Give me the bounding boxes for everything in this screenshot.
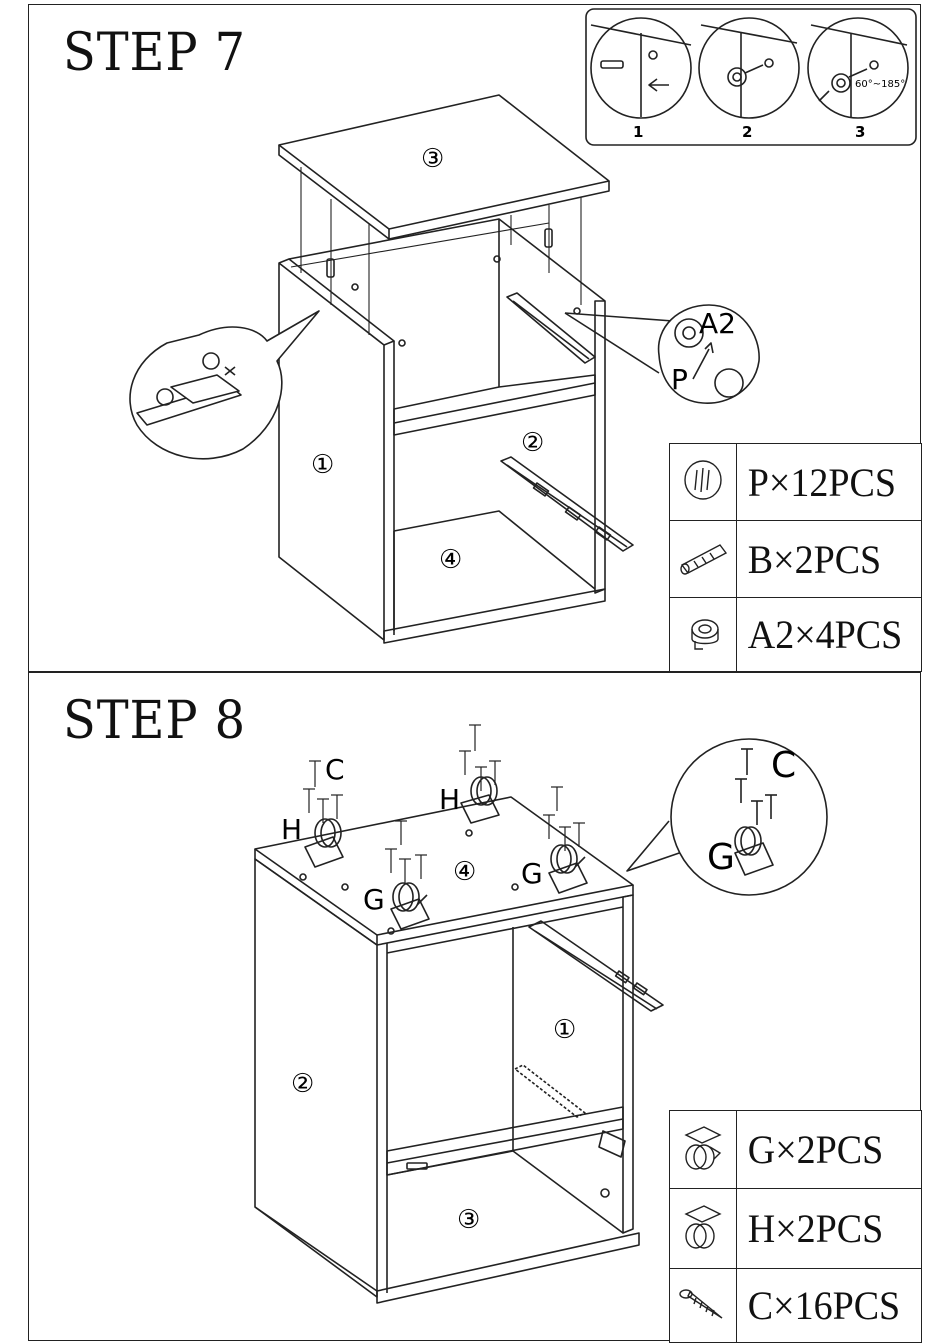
callout-label-g: G bbox=[707, 837, 735, 878]
part-label: G×2PCS bbox=[741, 1111, 917, 1189]
inset-step-3: 3 bbox=[855, 123, 865, 141]
panel-number-1: ① bbox=[553, 1015, 576, 1045]
caster-label-h-back: H bbox=[439, 783, 460, 816]
left-detail-callout bbox=[130, 311, 319, 459]
brake-caster-icon bbox=[670, 1111, 737, 1189]
panel-number-3: ③ bbox=[421, 144, 444, 174]
inset-angle-label: 60°~185° bbox=[855, 79, 905, 90]
cam-screws bbox=[352, 256, 580, 346]
callout-label-a2: A2 bbox=[699, 307, 736, 340]
cam-lock-icon bbox=[670, 598, 737, 672]
step-8-panel: STEP 8 bbox=[28, 672, 921, 1341]
part-label: B×2PCS bbox=[741, 521, 917, 598]
step-7-panel: STEP 7 bbox=[28, 4, 921, 672]
wood-dowel-icon bbox=[670, 521, 737, 598]
panel-number-2: ② bbox=[521, 428, 544, 458]
step-8-parts-table: G×2PCS H×2PCS C×16PCS bbox=[669, 1110, 922, 1343]
parts-row: G×2PCS bbox=[670, 1111, 922, 1189]
caster-label-h-left: H bbox=[281, 813, 302, 846]
parts-row: A2×4PCS bbox=[670, 598, 922, 672]
caster-label-c: C bbox=[325, 753, 345, 786]
part-label: C×16PCS bbox=[741, 1269, 917, 1343]
panel-number-3: ③ bbox=[457, 1205, 480, 1235]
cabinet-body bbox=[279, 219, 605, 643]
panel-number-2: ② bbox=[291, 1069, 314, 1099]
drawer-slides bbox=[515, 921, 663, 1157]
inset-step-2: 2 bbox=[742, 123, 752, 141]
step-7-parts-table: P×12PCS B×2PCS A2×4PCS bbox=[669, 443, 922, 672]
callout-label-p: P bbox=[671, 363, 688, 396]
caster-icon bbox=[670, 1189, 737, 1269]
screw-icon bbox=[670, 1269, 737, 1343]
dowels bbox=[327, 229, 552, 277]
callout-label-c: C bbox=[771, 745, 796, 786]
dowel-cap-icon bbox=[670, 444, 737, 521]
part-label: P×12PCS bbox=[741, 444, 917, 521]
panel-number-4: ④ bbox=[453, 857, 476, 887]
caster-label-g-front: G bbox=[363, 883, 385, 916]
parts-row: B×2PCS bbox=[670, 521, 922, 598]
drawer-slides bbox=[501, 293, 633, 551]
panel-number-4: ④ bbox=[439, 545, 462, 575]
parts-row: P×12PCS bbox=[670, 444, 922, 521]
part-label: A2×4PCS bbox=[741, 598, 917, 672]
inset-step-1: 1 bbox=[633, 123, 643, 141]
part-label: H×2PCS bbox=[741, 1189, 917, 1269]
caster-label-g-right: G bbox=[521, 857, 543, 890]
panel-number-1: ① bbox=[311, 450, 334, 480]
parts-row: H×2PCS bbox=[670, 1189, 922, 1269]
parts-row: C×16PCS bbox=[670, 1269, 922, 1343]
